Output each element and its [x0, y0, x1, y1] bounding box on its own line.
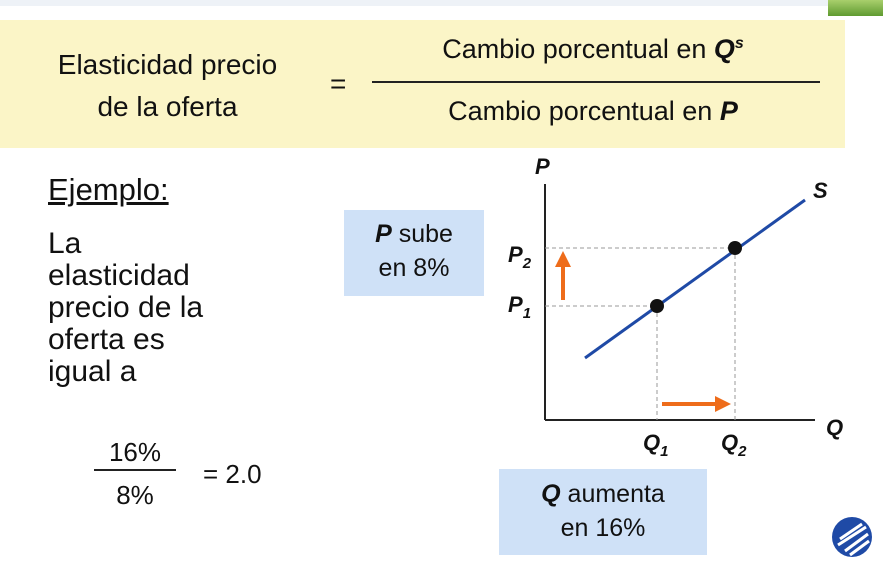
calc-result: = 2.0 [203, 459, 262, 489]
p2-label-main: P [508, 242, 523, 267]
p2-label-sub: 2 [522, 255, 532, 272]
university-logo-icon [832, 517, 872, 557]
supply-line [584, 198, 806, 360]
point-1 [650, 299, 664, 313]
formula-lhs-line2: de la oferta [97, 91, 238, 122]
numerator-text: Cambio porcentual en [442, 34, 714, 64]
q1-label-sub: 1 [660, 443, 668, 460]
formula-numerator: Cambio porcentual en Qs [378, 34, 808, 65]
q2-label-sub: 2 [737, 443, 747, 460]
calc-fraction-line [94, 469, 176, 471]
q2-label: Q2 [721, 430, 747, 460]
y-axis-label: P [535, 154, 550, 179]
slide-corner-decoration [828, 0, 883, 16]
formula-lhs: Elasticidad precio de la oferta [30, 44, 305, 128]
example-line: elasticidad [48, 259, 190, 292]
numerator-sup: s [734, 35, 744, 52]
quantity-change-box: Q aumenta en 16% [499, 469, 707, 555]
price-change-box: P sube en 8% [344, 210, 484, 296]
point-2 [728, 241, 742, 255]
example-line: oferta es [48, 323, 165, 356]
numerator-var: Q [713, 34, 735, 64]
q1-label: Q1 [643, 430, 668, 460]
formula-denominator: Cambio porcentual en P [378, 96, 808, 127]
quantity-box-line2: en 16% [560, 514, 646, 542]
calc-numerator: 16% [108, 437, 162, 467]
x-axis-label: Q [826, 415, 843, 440]
formula-fraction-line [372, 81, 820, 83]
formula-equals: = [330, 68, 347, 99]
denominator-text: Cambio porcentual en [448, 96, 720, 126]
quantity-box-var: Q [541, 480, 561, 508]
example-line: precio de la [48, 291, 204, 324]
example-line: La [48, 227, 82, 260]
q2-label-main: Q [721, 430, 738, 455]
example-title: Ejemplo: [48, 172, 169, 207]
price-box-line2: en 8% [378, 254, 450, 282]
price-box-var: P [375, 220, 392, 248]
q1-label-main: Q [643, 430, 660, 455]
formula-lhs-line1: Elasticidad precio [57, 49, 278, 80]
p1-label: P1 [508, 292, 531, 322]
calc-denominator: 8% [116, 480, 154, 510]
denominator-var: P [719, 96, 738, 126]
supply-curve-label: S [813, 178, 828, 203]
formula-banner [0, 20, 845, 148]
example-text: La elasticidad precio de la oferta es ig… [48, 228, 298, 388]
p2-label: P2 [508, 242, 532, 272]
price-box-text: sube [391, 220, 453, 248]
p1-label-sub: 1 [523, 305, 531, 322]
example-line: igual a [48, 355, 137, 388]
quantity-box-text: aumenta [560, 480, 665, 508]
p1-label-main: P [508, 292, 523, 317]
top-strip [0, 0, 883, 6]
